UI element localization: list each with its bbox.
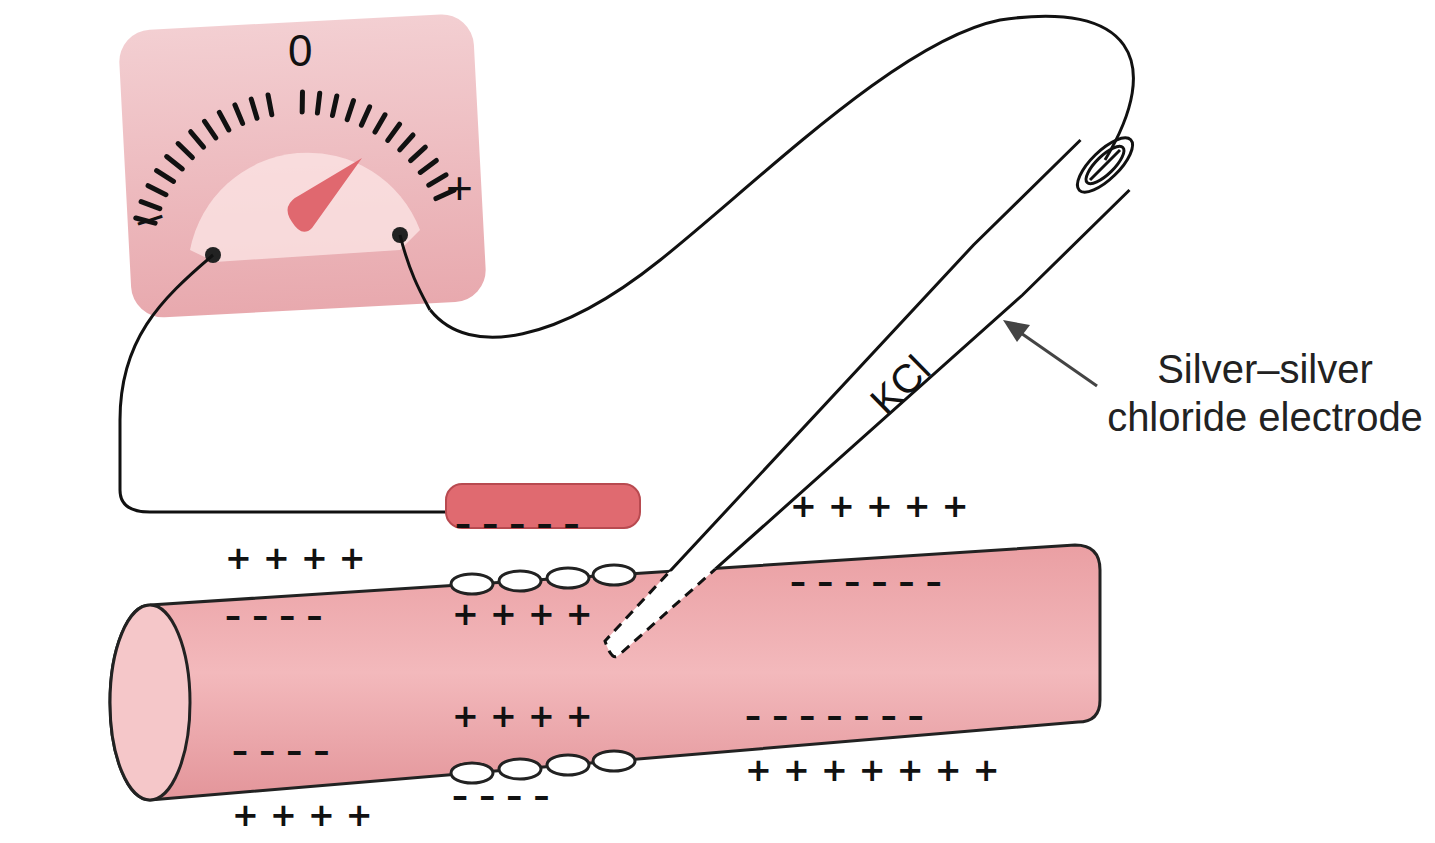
dial-tick <box>388 124 400 140</box>
charge-signs: + + + + <box>225 542 366 574</box>
charge-signs: – – – – <box>225 600 322 632</box>
dial-tick <box>317 93 319 113</box>
charge-signs: – – – – <box>452 780 549 812</box>
dial-tick <box>361 107 369 125</box>
charge-signs: + + + + <box>452 700 593 732</box>
dial-tick <box>300 92 305 112</box>
needle <box>288 158 363 232</box>
charge-signs: + + + + <box>452 598 593 630</box>
charge-signs: + + + + + + + <box>745 754 1000 786</box>
callout-label: Silver–silver chloride electrode <box>1105 345 1425 441</box>
dial-tick <box>332 96 336 116</box>
dial-tick <box>178 144 192 158</box>
minus-terminal-sign: – <box>130 190 169 242</box>
wire <box>120 255 448 512</box>
plus-terminal-sign: + <box>446 165 473 211</box>
lead-wire <box>430 16 1133 337</box>
dial-tick <box>375 115 385 132</box>
electrode-fill-label: KCl <box>863 348 937 422</box>
dial-tick <box>420 160 436 172</box>
dial-tick <box>235 105 243 123</box>
dial-tick <box>268 95 272 115</box>
charge-signs: – – – – <box>232 735 329 767</box>
scale-zero: 0 <box>288 29 312 73</box>
charge-signs: – – – – – – – <box>745 700 924 732</box>
dial-tick <box>251 99 257 118</box>
dial-tick <box>429 175 446 185</box>
charge-signs: + + + + + <box>790 490 969 522</box>
galvanometer <box>118 13 488 319</box>
galvanometer-box: 0 – + <box>120 15 485 310</box>
leader-arrow <box>1003 320 1097 386</box>
dial-tick <box>347 101 353 120</box>
nerve-fiber <box>110 545 1100 800</box>
charge-signs: – – – – – – <box>790 566 942 598</box>
charge-signs: – – – – – <box>455 508 580 540</box>
dial-tick <box>219 112 228 130</box>
micropipette <box>605 130 1141 657</box>
dial-tick <box>205 121 216 138</box>
ion-channels <box>451 565 635 783</box>
dial-tick <box>157 171 174 182</box>
dial-tick <box>191 132 204 147</box>
dial-tick <box>167 157 183 169</box>
dial-tick <box>400 135 413 150</box>
dial-tick <box>411 147 426 161</box>
charge-signs: + + + + <box>232 799 373 831</box>
